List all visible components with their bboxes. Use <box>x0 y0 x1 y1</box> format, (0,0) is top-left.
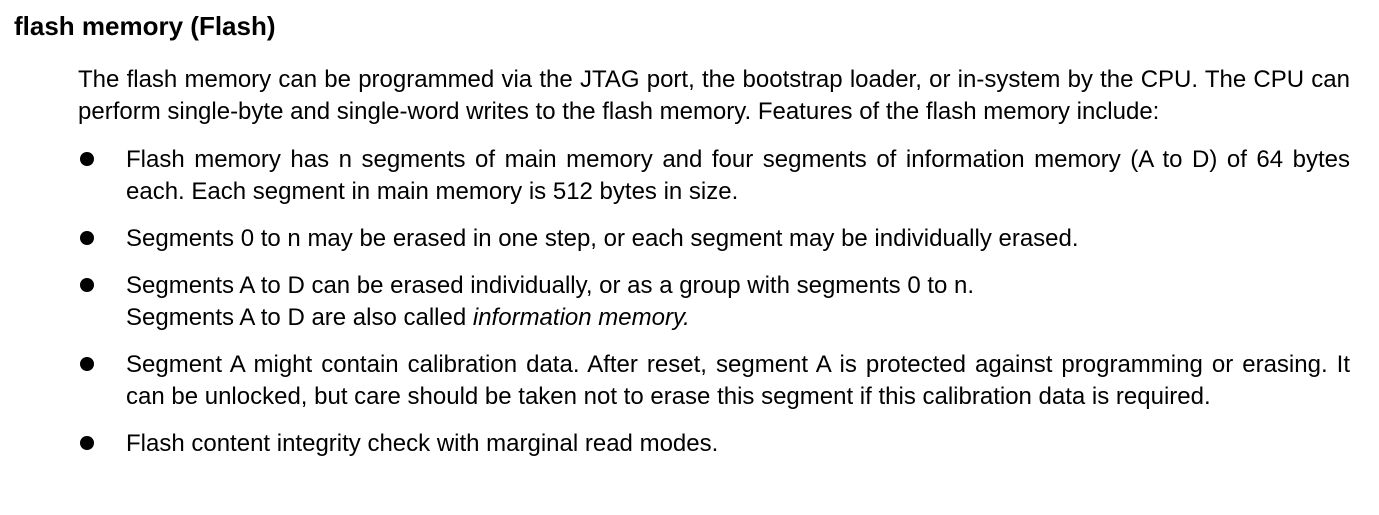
bullet-icon <box>80 278 94 292</box>
feature-text: Flash content integrity check with margi… <box>126 430 719 457</box>
bullet-icon <box>80 357 94 371</box>
feature-text-line-1: Segments A to D can be erased individual… <box>126 272 975 299</box>
information-memory-term: information memory. <box>472 304 690 331</box>
intro-paragraph: The flash memory can be programmed via t… <box>78 66 1350 125</box>
feature-text: Segment A might contain calibration data… <box>126 351 1350 410</box>
list-item: Segments 0 to n may be erased in one ste… <box>78 223 1350 255</box>
bullet-icon <box>80 436 94 450</box>
feature-list: Flash memory has n segments of main memo… <box>78 144 1350 475</box>
feature-text: Flash memory has n segments of main memo… <box>126 146 1350 205</box>
feature-text: Segments 0 to n may be erased in one ste… <box>126 225 1079 252</box>
feature-text-prefix: Segments A to D are also called <box>126 304 473 331</box>
bullet-icon <box>80 231 94 245</box>
bullet-icon <box>80 152 94 166</box>
list-item: Segments A to D can be erased individual… <box>78 270 1350 334</box>
list-item: Flash content integrity check with margi… <box>78 428 1350 460</box>
section-heading: flash memory (Flash) <box>14 11 276 41</box>
list-item: Flash memory has n segments of main memo… <box>78 144 1350 208</box>
list-item: Segment A might contain calibration data… <box>78 349 1350 413</box>
feature-text-line-2: Segments A to D are also called informat… <box>126 302 1350 334</box>
